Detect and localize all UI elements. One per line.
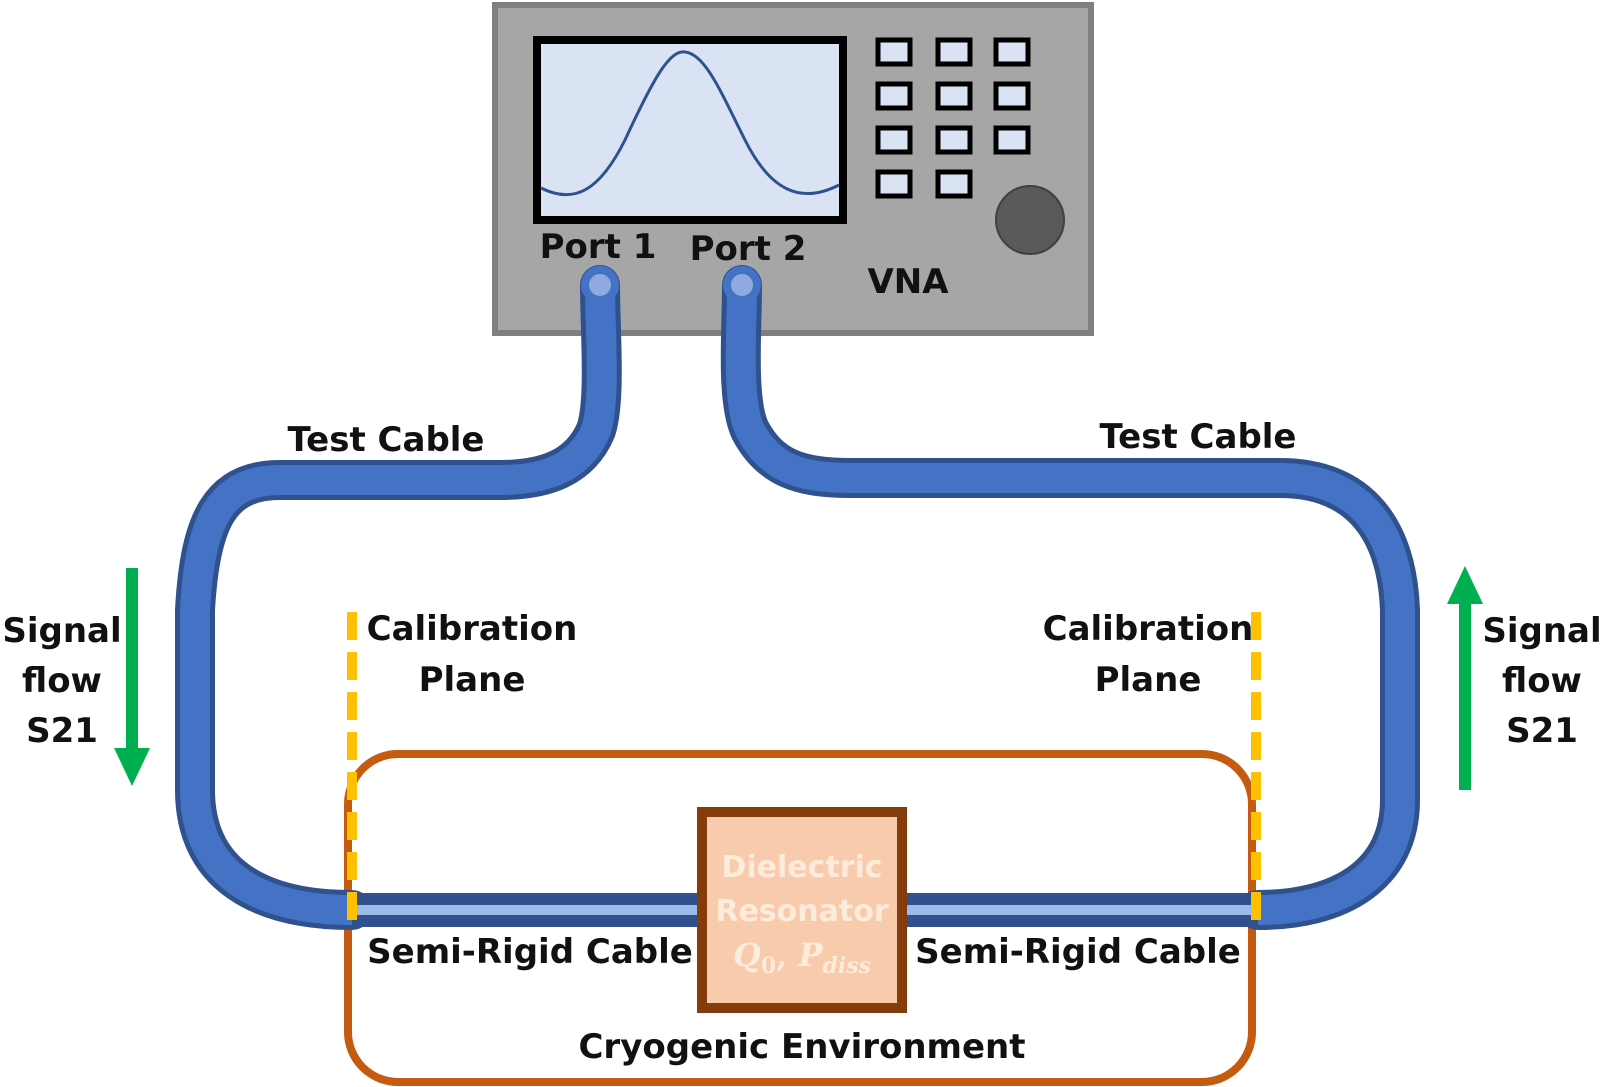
semi-rigid-cable-left bbox=[352, 893, 700, 927]
semi-rigid-cable-right-label: Semi-Rigid Cable bbox=[915, 932, 1241, 972]
calibration-plane-left-label-line1: Calibration bbox=[367, 609, 578, 649]
test-cable-left-label: Test Cable bbox=[287, 420, 484, 460]
vna-key[interactable] bbox=[935, 81, 973, 111]
port1-label: Port 1 bbox=[540, 227, 657, 267]
calibration-plane-right-label-line2: Plane bbox=[1095, 660, 1202, 700]
signal-flow-right-line3: S21 bbox=[1506, 711, 1578, 751]
vna-key[interactable] bbox=[875, 81, 913, 111]
signal-flow-right: Signal flow S21 bbox=[1447, 566, 1600, 790]
signal-flow-right-line1: Signal bbox=[1482, 611, 1600, 651]
signal-flow-left-line2: flow bbox=[22, 661, 102, 701]
port2-connector[interactable] bbox=[723, 266, 761, 304]
vna-key[interactable] bbox=[875, 169, 913, 199]
test-cable-right bbox=[720, 265, 1420, 930]
port2-label: Port 2 bbox=[690, 229, 807, 269]
vna-label: VNA bbox=[867, 262, 949, 302]
signal-flow-right-line2: flow bbox=[1502, 661, 1582, 701]
vna-key[interactable] bbox=[993, 37, 1031, 67]
signal-flow-up-arrow bbox=[1447, 566, 1483, 790]
calibration-plane-right-label-line1: Calibration bbox=[1043, 609, 1254, 649]
vna-key[interactable] bbox=[875, 125, 913, 155]
vna-keypad bbox=[875, 37, 1031, 199]
test-cable-left bbox=[175, 265, 622, 930]
vna-key[interactable] bbox=[993, 81, 1031, 111]
cryogenic-environment-label: Cryogenic Environment bbox=[578, 1027, 1025, 1067]
semi-rigid-cable-right bbox=[905, 893, 1258, 927]
vna-key[interactable] bbox=[993, 125, 1031, 155]
vna-screen-trace bbox=[540, 50, 840, 197]
test-cable-right-label: Test Cable bbox=[1099, 417, 1296, 457]
calibration-plane-left-label-line2: Plane bbox=[419, 660, 526, 700]
port1-connector[interactable] bbox=[581, 266, 619, 304]
vna-key[interactable] bbox=[875, 37, 913, 67]
signal-flow-left: Signal flow S21 bbox=[2, 568, 150, 786]
dielectric-resonator: Dielectric Resonator Q0, Pdiss bbox=[697, 807, 907, 1013]
vna-key[interactable] bbox=[935, 125, 973, 155]
vna-key[interactable] bbox=[935, 169, 973, 199]
signal-flow-down-arrow bbox=[114, 568, 150, 786]
signal-flow-left-line1: Signal bbox=[2, 611, 121, 651]
resonator-label-line2: Resonator bbox=[715, 894, 888, 929]
signal-flow-left-line3: S21 bbox=[26, 711, 98, 751]
vna-screen bbox=[533, 36, 847, 224]
vna-key[interactable] bbox=[935, 37, 973, 67]
vna-knob[interactable] bbox=[995, 185, 1065, 255]
semi-rigid-cable-left-label: Semi-Rigid Cable bbox=[367, 932, 693, 972]
resonator-label-line1: Dielectric bbox=[721, 850, 882, 885]
resonator-parameters: Q0, Pdiss bbox=[733, 936, 871, 979]
